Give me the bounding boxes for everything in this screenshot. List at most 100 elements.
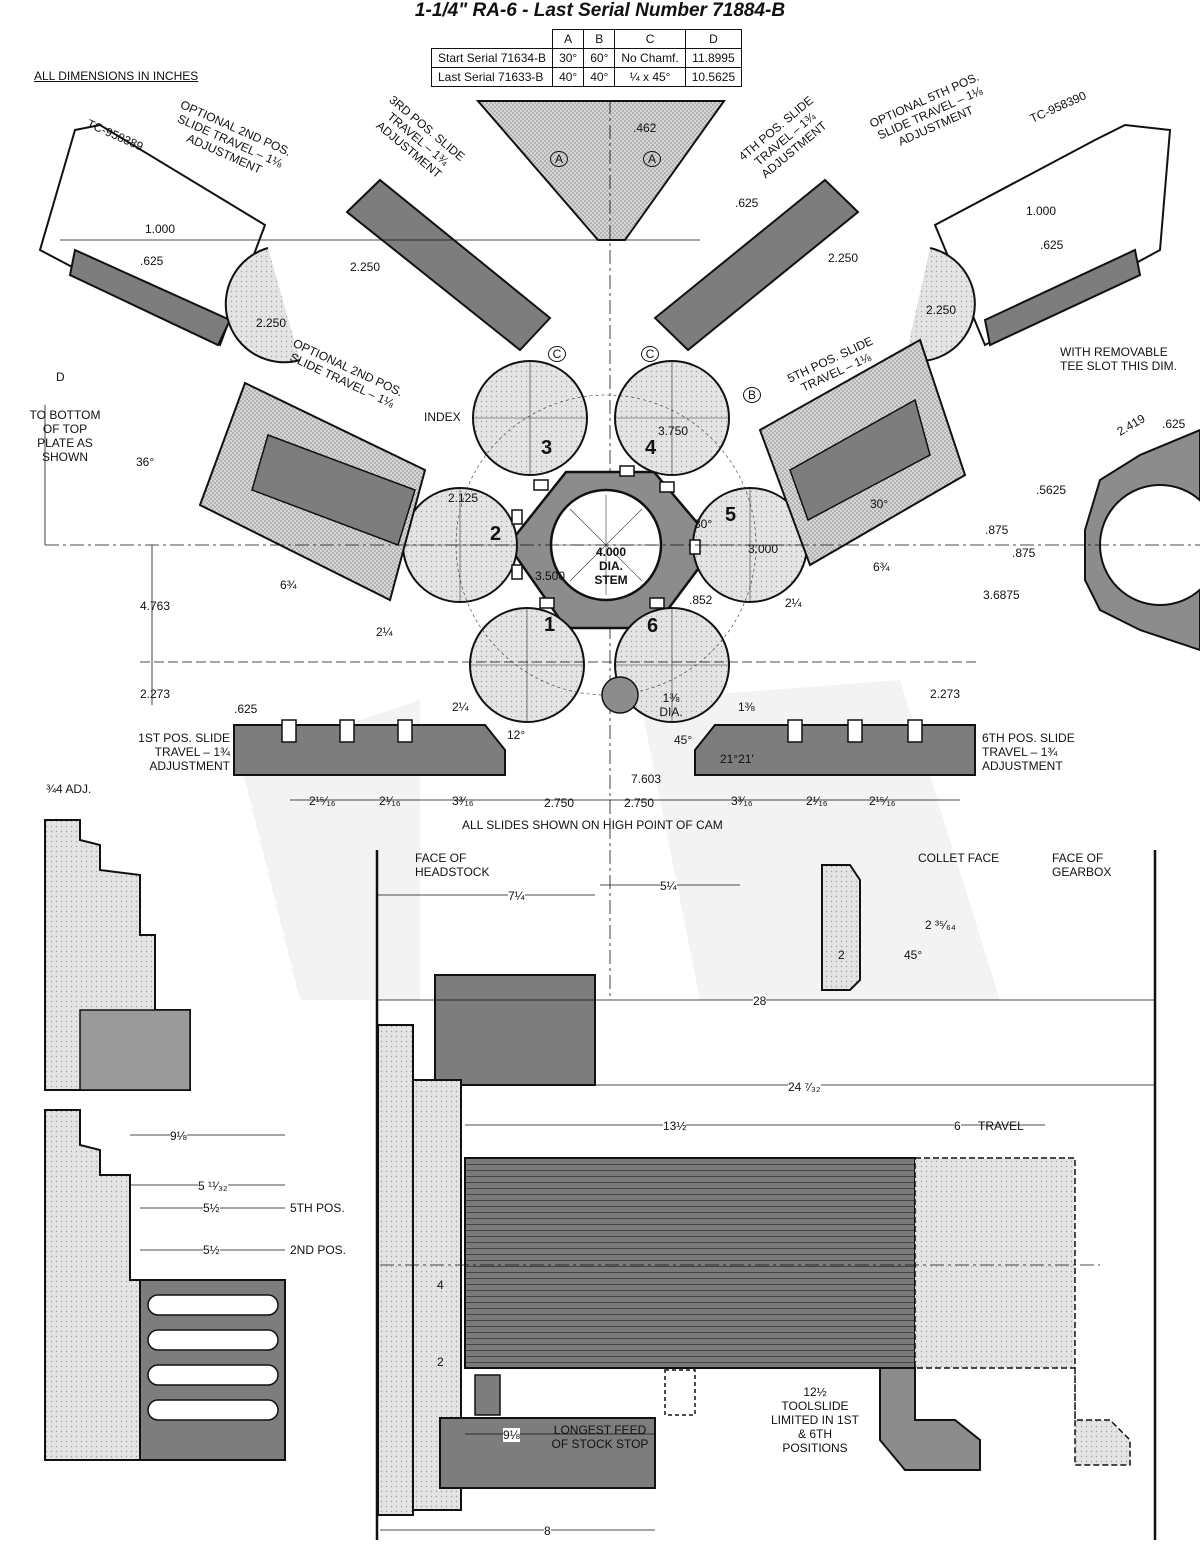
position-number: 5 [725, 504, 737, 526]
balloon-b: B [743, 387, 761, 403]
spec-table: A B C D Start Serial 71634-B 30° 60° No … [430, 29, 743, 87]
spec-cell-b: 40° [583, 67, 616, 87]
left-detail-upper [44, 819, 191, 1091]
spec-cell-c: No Chamf. [614, 48, 686, 68]
dim-625: .625 [234, 702, 258, 716]
dim-2273: 2.273 [140, 687, 171, 701]
spec-table-header: A B C D [432, 29, 743, 49]
dim-7q: 7¼ [508, 889, 525, 903]
balloon-c: C [641, 346, 659, 362]
dim-3-3-16: 3³⁄₁₆ [731, 794, 753, 808]
balloon-a: A [550, 151, 568, 167]
spec-cell-a: 40° [552, 67, 585, 87]
dim-5h: 5½ [203, 1201, 220, 1215]
dim-4763: 4.763 [140, 599, 171, 613]
face-headstock-label: FACE OF HEADSTOCK [415, 851, 490, 879]
dim-6-3-4: 6¾ [280, 578, 297, 592]
dim-45: 45° [674, 733, 693, 747]
spec-cell-b: 60° [583, 48, 616, 68]
dim-45: 45° [904, 948, 923, 962]
travel-label: TRAVEL [978, 1119, 1024, 1133]
dim-462: .462 [633, 121, 657, 135]
dim-5h: 5½ [203, 1243, 220, 1257]
dim-13h: 13½ [663, 1119, 687, 1133]
dim-2250: 2.250 [350, 260, 381, 274]
spec-row-label: Last Serial 71633-B [430, 67, 554, 87]
position-number: 1 [544, 614, 556, 636]
dim-2750: 2.750 [544, 796, 575, 810]
dim-625: .625 [140, 254, 164, 268]
dim-12: 12° [507, 728, 526, 742]
dim-1000: 1.000 [145, 222, 176, 236]
balloon-c: C [548, 346, 566, 362]
dim-30: 30° [694, 517, 713, 531]
dim-5-11-32: 5 ¹¹⁄₃₂ [198, 1179, 228, 1193]
angle-36: 36° [136, 455, 155, 469]
dim-21: 21°21' [720, 752, 754, 766]
toolslide-note: 12½ TOOLSLIDE LIMITED IN 1ST & 6TH POSIT… [770, 1385, 859, 1455]
dim-4: 4 [437, 1278, 444, 1292]
dim-2: 2 [437, 1355, 444, 1369]
dim-3750: 3.750 [658, 424, 689, 438]
dim-5625: .5625 [1036, 483, 1067, 497]
page-title: 1-1/4" RA-6 - Last Serial Number 71884-B [414, 0, 786, 21]
side-elevation [375, 850, 1157, 1540]
position-number: 6 [647, 615, 659, 637]
spec-col-blank [432, 30, 553, 49]
spec-cell-c: ¼ x 45° [614, 67, 686, 87]
dim-3500: 3.500 [535, 569, 566, 583]
dim-6-3-4: 6¾ [873, 560, 890, 574]
slide-6th [694, 719, 976, 776]
dim-3000: 3.000 [748, 542, 779, 556]
dim-2nd-pos: 2ND POS. [290, 1243, 347, 1257]
dim-2250: 2.250 [828, 251, 859, 265]
spec-row-label: Start Serial 71634-B [430, 48, 554, 68]
spec-table-row: Last Serial 71633-B 40° 40° ¼ x 45° 10.5… [430, 67, 743, 87]
dim-625: .625 [1040, 238, 1064, 252]
position-number: 2 [490, 523, 502, 545]
to-bottom-note: TO BOTTOM OF TOP PLATE AS SHOWN [29, 408, 101, 464]
d-label: D [56, 370, 65, 384]
dim-2-1-4: 2¼ [785, 596, 802, 610]
dim-6: 6 [954, 1119, 961, 1133]
dim-875: .875 [985, 523, 1009, 537]
spec-col-b: B [583, 29, 616, 49]
dim-875: .875 [1012, 546, 1036, 560]
slide-optional-2nd [198, 381, 427, 602]
cam-1-3-8 [601, 676, 639, 714]
stem-label: 4.000 DIA. STEM [594, 545, 628, 587]
dim-5th-pos: 5TH POS. [290, 1201, 345, 1215]
dim-7603: 7.603 [631, 772, 662, 786]
dim-2125: 2.125 [448, 491, 479, 505]
dim-2250: 2.250 [926, 303, 957, 317]
spindle-circles [402, 360, 808, 723]
dim-1-3-8-dia: 1⅜ DIA. [659, 691, 683, 719]
dim-28: 28 [753, 994, 767, 1008]
tee-slot-detail [1084, 428, 1200, 652]
dim-8: 8 [544, 1524, 551, 1538]
slide-1st [233, 719, 506, 776]
index-label: INDEX [424, 410, 461, 424]
dim-30: 30° [870, 497, 889, 511]
left-detail-lower [44, 1109, 286, 1461]
position-number: 4 [645, 437, 657, 459]
spec-col-a: A [552, 29, 585, 49]
dim-625: .625 [1162, 417, 1186, 431]
longest-feed-note: LONGEST FEED OF STOCK STOP [551, 1423, 649, 1451]
dim-2250: 2.250 [256, 316, 287, 330]
slide-label-pos1: 1ST POS. SLIDE TRAVEL – 1¾ ADJUSTMENT [138, 731, 230, 773]
spec-cell-a: 30° [552, 48, 585, 68]
collet-face-label: COLLET FACE [918, 851, 1000, 865]
dim-2-35-64: 2 ³⁵⁄₆₄ [925, 918, 956, 932]
dim-5q: 5¼ [660, 879, 677, 893]
dim-2-1-16: 2¹⁄₁₆ [379, 794, 401, 808]
face-gearbox-label: FACE OF GEARBOX [1052, 851, 1112, 879]
slide-5th [758, 338, 967, 567]
dim-2-1-16: 2¹⁄₁₆ [806, 794, 828, 808]
units-note: ALL DIMENSIONS IN INCHES [34, 69, 199, 83]
dim-3-3-16: 3³⁄₁₆ [452, 794, 474, 808]
spec-cell-d: 11.8995 [684, 48, 743, 68]
tool-holder-right [904, 123, 1172, 363]
dim-36875: 3.6875 [983, 588, 1020, 602]
